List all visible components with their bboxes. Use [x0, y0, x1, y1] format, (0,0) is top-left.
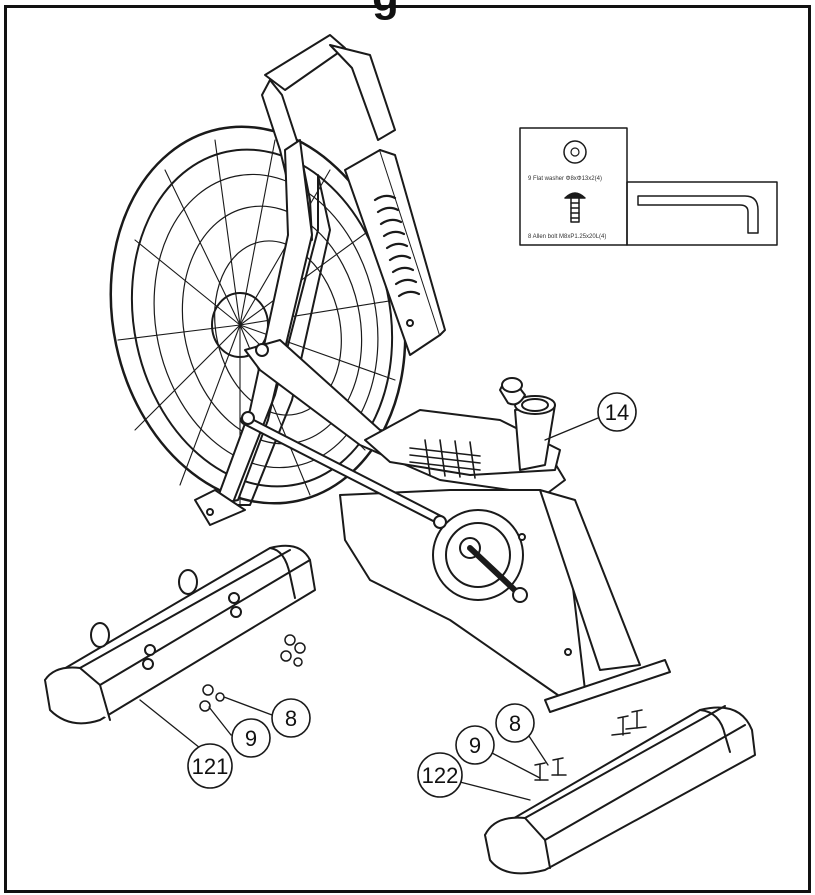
fan-wheel	[109, 125, 407, 506]
hardware-box	[519, 127, 778, 246]
callout-9-left-label: 9	[245, 726, 257, 751]
washer-label: 9 Flat washer Φ8xΦ13x2(4)	[528, 176, 602, 182]
callout-9-left	[231, 718, 271, 758]
bolt-icon	[564, 192, 586, 223]
frame-ridges	[409, 439, 481, 479]
washer-icon	[563, 140, 587, 164]
main-frame	[194, 339, 671, 713]
callout-9-right-label: 9	[469, 733, 481, 758]
callout-122-label: 122	[422, 763, 459, 788]
grip-ridges	[373, 194, 421, 298]
callout-8-right	[495, 703, 535, 743]
rear-hardware	[534, 709, 647, 781]
callout-14-label: 14	[605, 400, 629, 425]
callout-14	[597, 392, 637, 432]
bolt-label: 8 Allen bolt M8xP1.25x20L(4)	[528, 234, 606, 240]
front-stabilizer	[44, 544, 316, 725]
callout-121	[187, 743, 233, 789]
callout-8-left	[271, 698, 311, 738]
diagram-frame	[4, 5, 811, 893]
callout-9-right	[455, 725, 495, 765]
front-hardware	[199, 634, 306, 712]
center-mast	[344, 149, 446, 356]
callout-leaders	[139, 417, 599, 801]
callout-121-label: 121	[192, 754, 229, 779]
page-title-fragment: g	[372, 0, 399, 22]
rear-stabilizer	[484, 705, 756, 875]
allen-wrench-icon	[637, 195, 759, 234]
seat-post	[499, 377, 556, 471]
callout-122	[417, 752, 463, 798]
callout-circles	[187, 392, 637, 798]
callout-8-left-label: 8	[285, 706, 297, 731]
callout-8-right-label: 8	[509, 711, 521, 736]
